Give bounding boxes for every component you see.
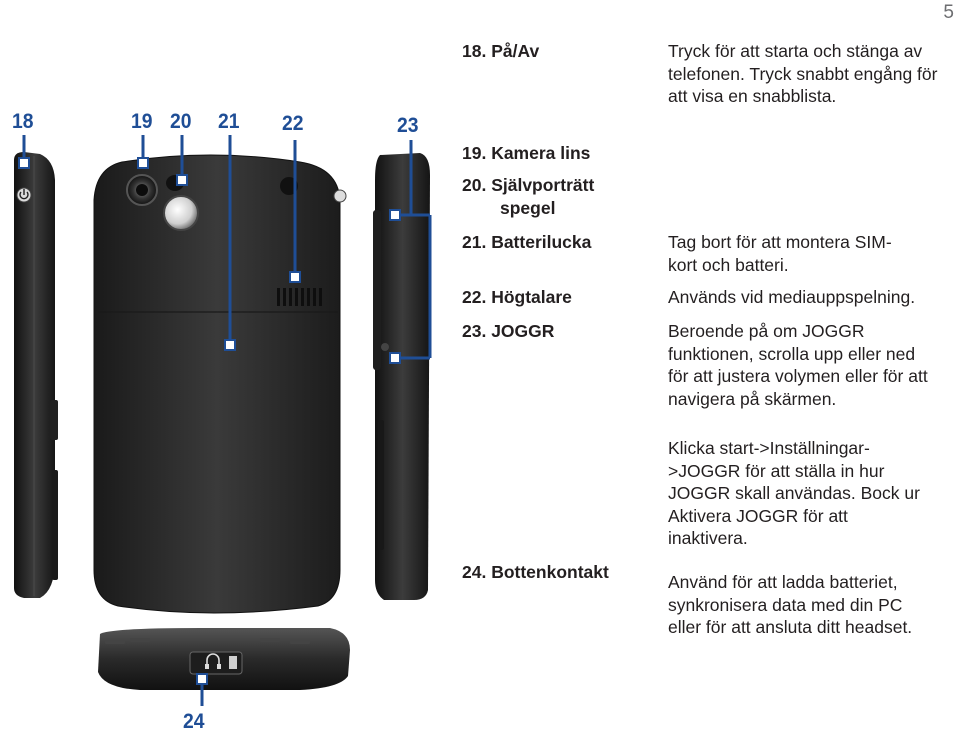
item-22-name: 22. Högtalare: [462, 286, 572, 308]
item-18-desc: Tryck för att starta och stänga av telef…: [668, 40, 943, 108]
item-20-name: 20. Självporträtt: [462, 174, 594, 196]
phone-bottom: [98, 628, 350, 690]
item-24-name: 24. Bottenkontakt: [462, 561, 609, 583]
item-19-name: 19. Kamera lins: [462, 142, 590, 164]
phone-back: [94, 155, 340, 613]
item-20-name-line2: spegel: [500, 197, 555, 219]
power-icon: [17, 188, 31, 202]
item-21-desc: Tag bort för att montera SIM-kort och ba…: [668, 231, 913, 276]
item-18-name: 18. På/Av: [462, 40, 539, 62]
phone-left-side: [14, 152, 58, 598]
item-23-desc-2: Klicka start->Inställningar->JOGGR för a…: [668, 437, 928, 550]
item-22-desc: Används vid mediauppspelning.: [668, 286, 943, 309]
item-23-name: 23. JOGGR: [462, 320, 554, 342]
phone-right-side: [334, 153, 430, 600]
item-23-desc: Beroende på om JOGGR funktionen, scrolla…: [668, 320, 938, 410]
item-24-desc: Använd för att ladda batteriet, synkroni…: [668, 571, 938, 639]
item-21-name: 21. Batterilucka: [462, 231, 591, 253]
